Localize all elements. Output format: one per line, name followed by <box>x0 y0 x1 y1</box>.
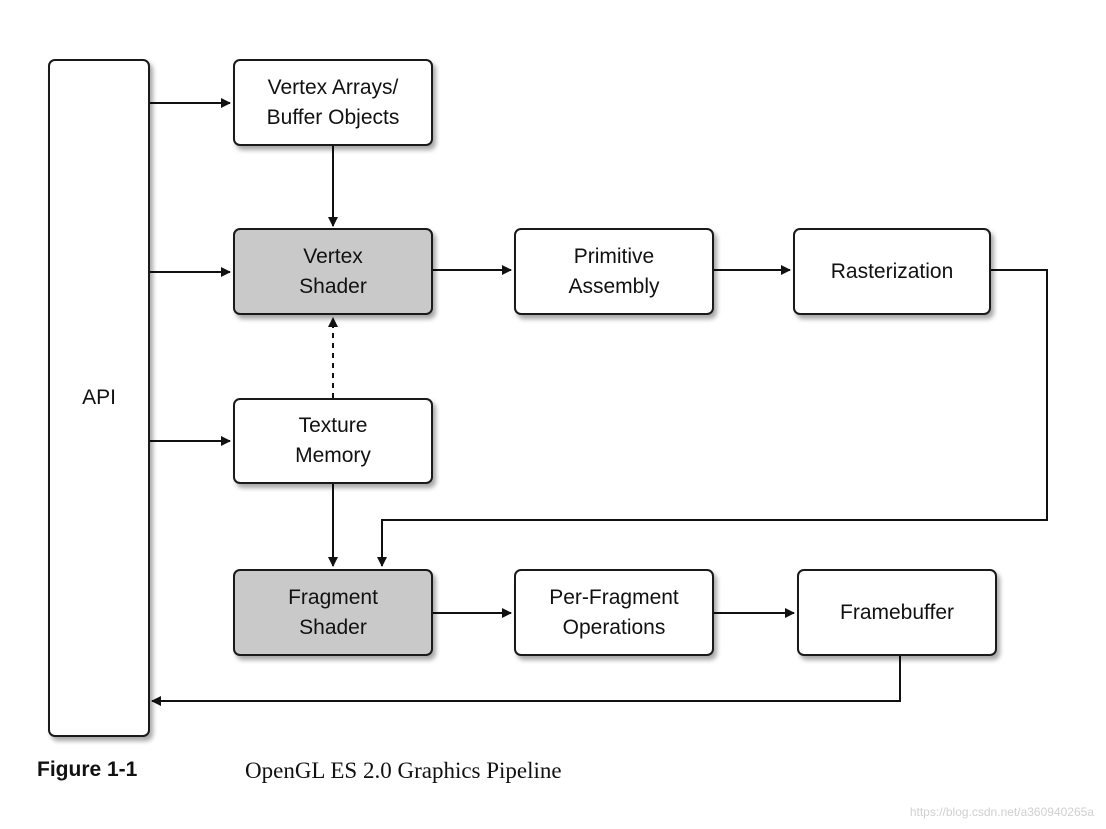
node-vertex-shader: Vertex Shader <box>233 228 433 315</box>
node-texture-memory: Texture Memory <box>233 398 433 484</box>
node-primitive-assembly: Primitive Assembly <box>514 228 714 315</box>
node-vertex-arrays-buffer-objects: Vertex Arrays/ Buffer Objects <box>233 59 433 146</box>
watermark-url: https://blog.csdn.net/a3609402​65a <box>909 805 1094 819</box>
figure-caption: OpenGL ES 2.0 Graphics Pipeline <box>245 758 562 783</box>
edge-framebuffer-to-api <box>151 656 901 706</box>
node-fragment-shader: Fragment Shader <box>233 569 433 656</box>
node-api: API <box>48 59 150 737</box>
node-framebuffer: Framebuffer <box>797 569 997 656</box>
node-per-fragment-operations: Per-Fragment Operations <box>514 569 714 656</box>
figure-label: Figure 1-1 <box>37 758 138 781</box>
edge-rasterization-to-fragment-shader <box>377 269 1048 567</box>
node-rasterization: Rasterization <box>793 228 991 315</box>
